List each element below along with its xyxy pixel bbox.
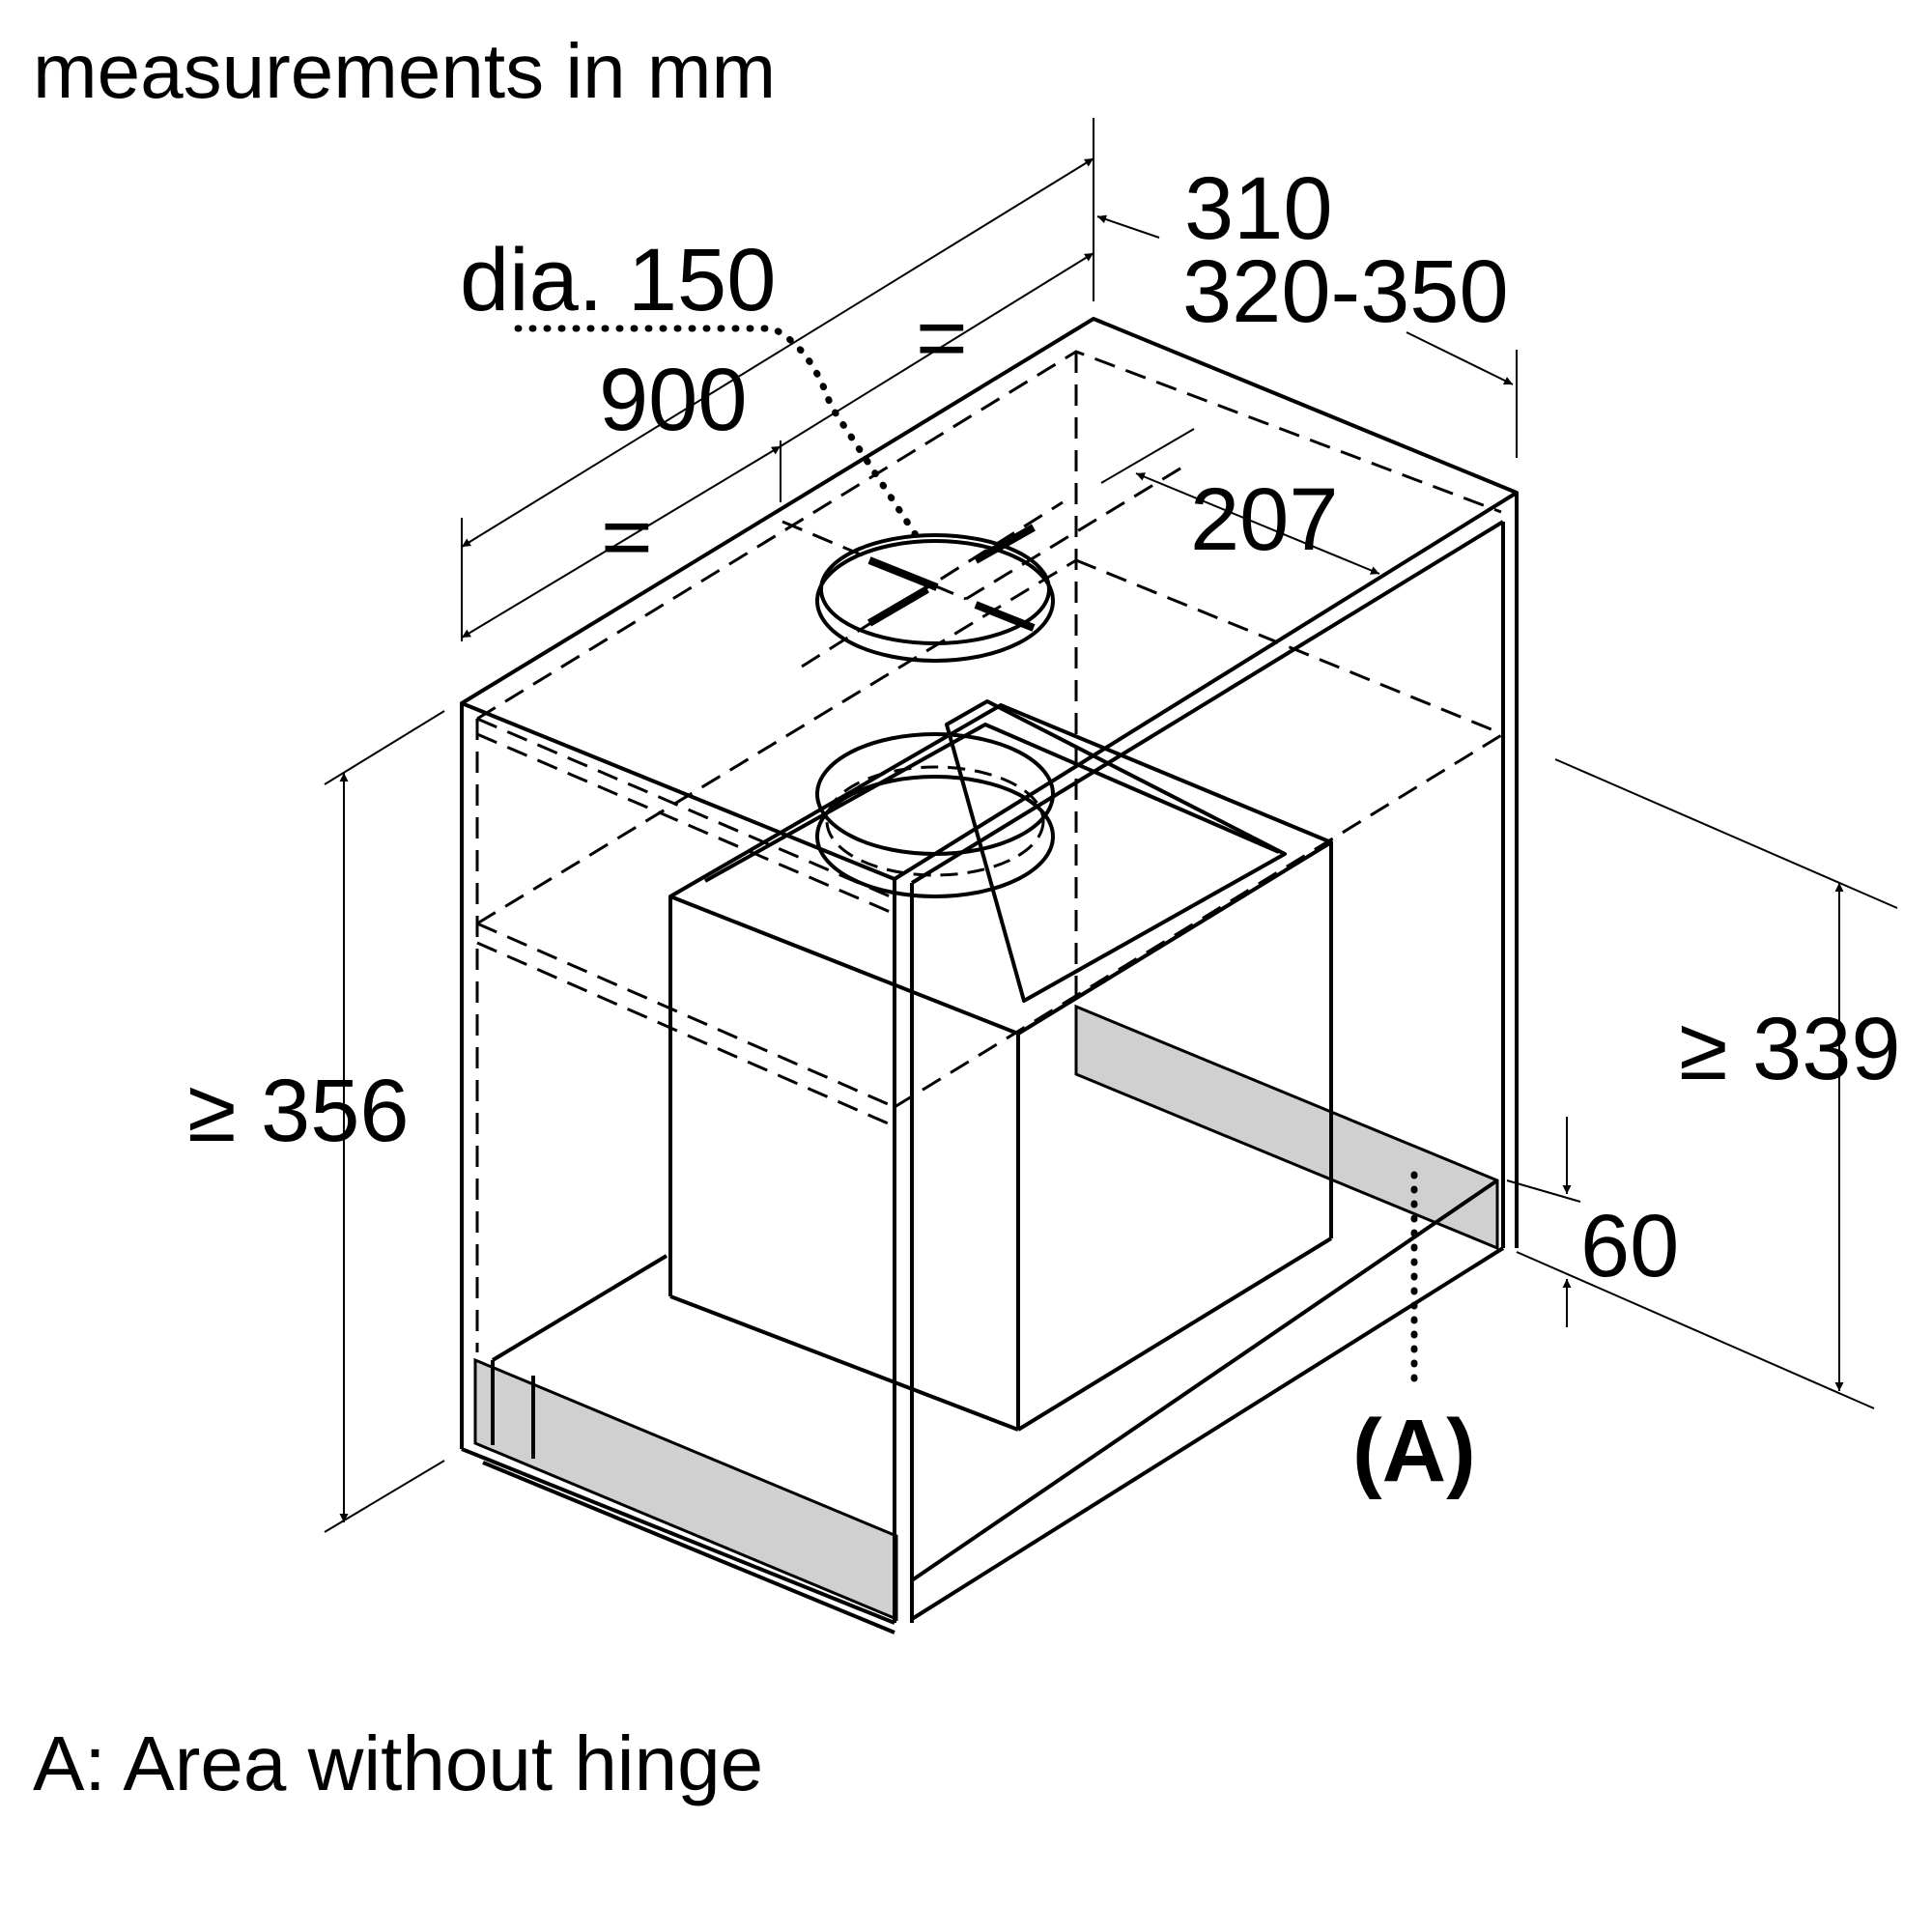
depth-label-310: 310 (1184, 159, 1333, 258)
duct-offset-label: 207 (1190, 470, 1339, 569)
ext-height-left-bottom (324, 1460, 445, 1533)
cabinet-bottom-inner-left (491, 1254, 668, 1362)
cabinet-top-right-inner (910, 520, 1505, 885)
duct-collar (815, 732, 1055, 898)
diameter-label: dia. 150 (460, 231, 777, 329)
ext-height-right-bottom (1516, 1251, 1875, 1409)
ext-height-right-top (1554, 758, 1898, 909)
height-left-label: ≥ 356 (187, 1062, 410, 1160)
area-a-marker: (A) (1352, 1406, 1476, 1495)
equal-right-label: = (916, 289, 968, 387)
hood-bottom-right (1016, 1236, 1333, 1432)
duct-collar-top (815, 732, 1055, 856)
dim-width-line (461, 157, 1094, 548)
crosshair-a (867, 556, 939, 591)
equal-left-label: = (601, 488, 653, 586)
hood-body (668, 699, 1333, 1432)
ext-strip-top (1506, 1179, 1581, 1203)
height-right-label: ≥ 339 (1679, 1000, 1901, 1098)
dimension-lines (339, 157, 1844, 1522)
hidden-shelf-front (476, 922, 895, 1109)
dim-width-split-left (461, 445, 781, 639)
cabinet-bottom-front-2 (482, 1461, 895, 1634)
hood-bottom-front (669, 1294, 1019, 1432)
hidden-top-front-offset (476, 717, 895, 900)
measurements-unit-heading: measurements in mm (33, 28, 777, 114)
cabinet-bottom-front (461, 1447, 895, 1625)
front-gray-strip (473, 1357, 898, 1622)
crosshair-b (974, 601, 1036, 632)
duct-collar-hidden (825, 765, 1045, 877)
hidden-top-front-offset-2 (476, 732, 895, 916)
hidden-shelf-back (1075, 558, 1504, 736)
dim-depth-320-350 (1406, 331, 1514, 385)
cabinet-bottom-right-2 (910, 1179, 1499, 1582)
hood-top-inner (704, 723, 1280, 883)
area-a-marker-open: ( (1352, 1402, 1382, 1500)
dim-width-split-right (780, 252, 1094, 447)
area-a-marker-close: ) (1446, 1402, 1476, 1500)
duct-collar-bottom (815, 775, 1055, 898)
area-a-marker-letter: A (1381, 1402, 1447, 1500)
right-gray-strip (1074, 1004, 1499, 1251)
area-legend: A: Area without hinge (33, 1720, 764, 1806)
hood-duct-base (945, 699, 1287, 1003)
dim-depth-310 (1096, 214, 1160, 239)
hood-top-face (668, 703, 1333, 1036)
gray-strips (473, 1004, 1499, 1622)
dim-207 (1135, 472, 1380, 575)
hidden-shelf-left (476, 558, 1077, 925)
hidden-shelf-front-2 (476, 941, 895, 1128)
hidden-shelf-right (894, 732, 1504, 1109)
depth-label-320-350: 320-350 (1182, 242, 1509, 341)
strip-height-label: 60 (1580, 1197, 1680, 1295)
width-label: 900 (599, 351, 748, 449)
cabinet-bottom-right (910, 1246, 1505, 1621)
crosshair-c (867, 585, 930, 627)
ext-height-left-top (324, 710, 445, 785)
ext-207-top (1100, 428, 1195, 484)
